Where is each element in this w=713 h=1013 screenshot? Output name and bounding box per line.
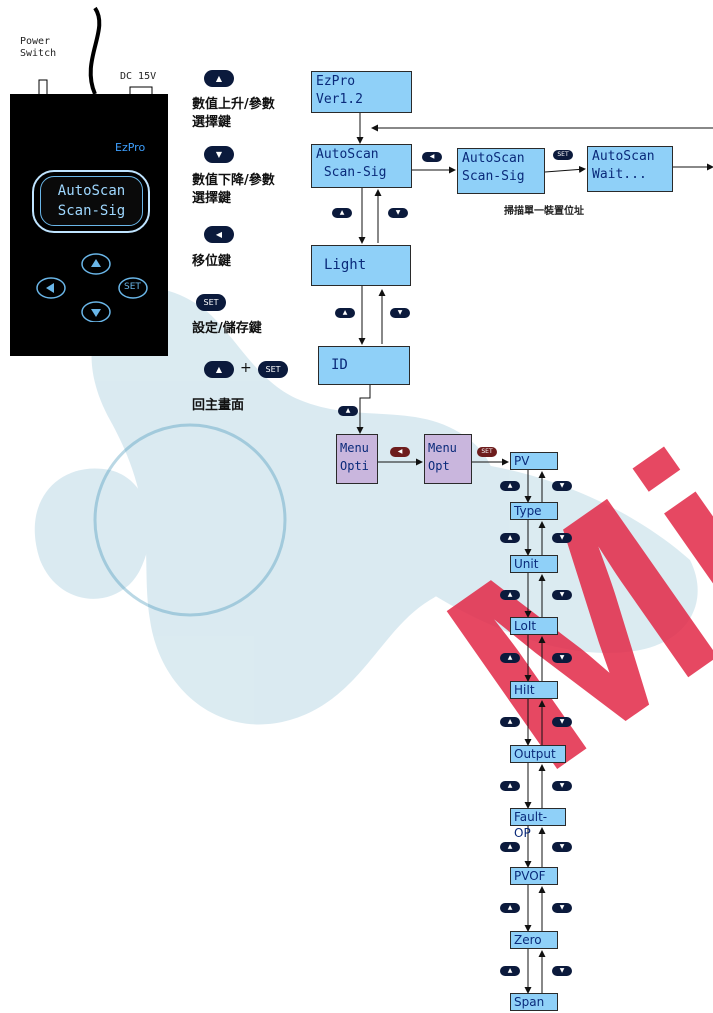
up-key-icon-chain: ▲ <box>500 590 520 600</box>
up-key-icon-chain: ▲ <box>500 533 520 543</box>
param-loit: LoIt <box>510 617 558 635</box>
id-box: ID <box>318 346 410 385</box>
param-pv: PV <box>510 452 558 470</box>
device-screen-line1: AutoScan <box>57 183 126 199</box>
param-unit: Unit <box>510 555 558 573</box>
left-key-icon: ◀ <box>204 226 234 243</box>
device-screen-line2: Scan-Sig <box>57 203 126 219</box>
up-key-icon-a: ▲ <box>332 208 352 218</box>
device-down-key-icon <box>91 309 101 317</box>
scan-caption: 掃描單一裝置位址 <box>504 206 584 217</box>
legend-set-text: 設定/儲存鍵 <box>192 321 262 336</box>
power-switch-label: Power Switch <box>20 36 57 59</box>
device-screen-bezel <box>32 170 150 233</box>
down-key-icon: ▼ <box>204 146 234 163</box>
param-pvof: PVOF <box>510 867 558 885</box>
plus-sign: + <box>240 360 252 376</box>
up-key-icon-chain: ▲ <box>500 966 520 976</box>
legend-home-text: 回主畫面 <box>192 398 245 413</box>
up-key-icon-combo: ▲ <box>204 361 234 378</box>
down-key-icon-chain: ▼ <box>552 481 572 491</box>
down-key-icon-chain: ▼ <box>552 781 572 791</box>
down-key-icon-b: ▼ <box>390 308 410 318</box>
device-keypad <box>36 253 148 322</box>
up-key-icon-b: ▲ <box>335 308 355 318</box>
up-key-icon-chain: ▲ <box>500 842 520 852</box>
set-key-icon-menu: SET <box>477 447 497 457</box>
down-key-icon-chain: ▼ <box>552 903 572 913</box>
device-brand: EzPro <box>115 141 146 154</box>
legend-down-text: 數值下降/參數 選擇鍵 <box>192 173 275 206</box>
legend-up-text: 數值上升/參數 選擇鍵 <box>192 97 275 130</box>
autoscan-box: AutoScan Scan-Sig <box>311 144 412 188</box>
set-key-icon-combo: SET <box>258 361 288 378</box>
up-key-icon-chain: ▲ <box>500 903 520 913</box>
left-key-icon-menu: ◀ <box>390 447 410 457</box>
param-span: Span <box>510 993 558 1011</box>
legend-left-text: 移位鍵 <box>192 254 232 269</box>
down-key-icon-chain: ▼ <box>552 842 572 852</box>
down-key-icon-chain: ▼ <box>552 966 572 976</box>
device-screen: AutoScan Scan-Sig <box>40 176 143 226</box>
down-key-icon-a: ▼ <box>388 208 408 218</box>
set-key-icon: SET <box>196 294 226 311</box>
up-key-icon-chain: ▲ <box>500 481 520 491</box>
light-box: Light <box>311 245 411 286</box>
dc-input-label: DC 15V <box>120 71 157 82</box>
param-output: Output <box>510 745 566 763</box>
down-key-icon-chain: ▼ <box>552 653 572 663</box>
down-key-icon-chain: ▼ <box>552 717 572 727</box>
param-zero: Zero <box>510 931 558 949</box>
up-key-icon-chain: ▲ <box>500 781 520 791</box>
down-key-icon-chain: ▼ <box>552 590 572 600</box>
up-key-icon-c: ▲ <box>338 406 358 416</box>
device-set-key: SET <box>124 282 141 292</box>
device-up-key-icon <box>91 259 101 267</box>
up-key-icon-chain: ▲ <box>500 717 520 727</box>
down-key-icon-chain: ▼ <box>552 533 572 543</box>
param-fault-op: Fault-OP <box>510 808 566 840</box>
set-key-icon-scan: SET <box>553 150 573 160</box>
up-key-icon: ▲ <box>204 70 234 87</box>
param-type: Type <box>510 502 558 520</box>
param-hiit: HiIt <box>510 681 558 699</box>
up-key-icon-chain: ▲ <box>500 653 520 663</box>
device-left-key-icon <box>46 283 54 293</box>
left-key-icon-scan: ◀ <box>422 152 442 162</box>
